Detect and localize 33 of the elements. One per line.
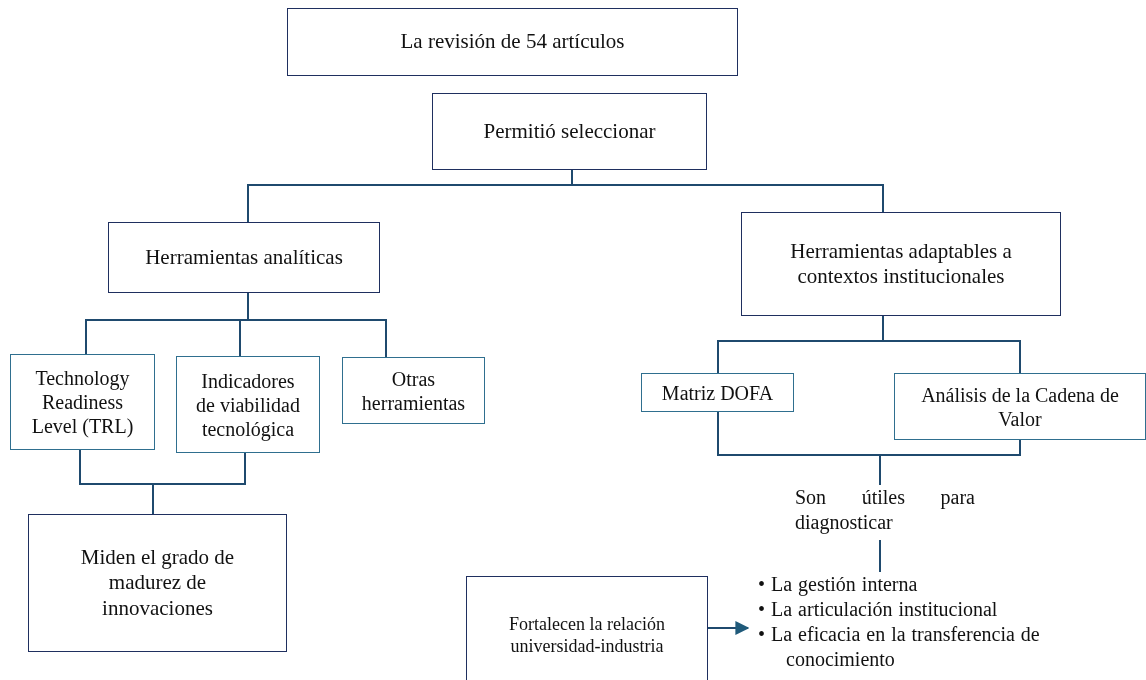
box-label: Análisis de la Cadena de Valor <box>920 382 1120 431</box>
text-box <box>466 576 708 680</box>
text-box <box>432 93 707 170</box>
connector-text: Son útiles para diagnosticar <box>795 485 975 535</box>
connector-line <box>152 452 246 515</box>
text-box <box>28 514 287 652</box>
connector-line <box>571 169 884 213</box>
connector-line <box>879 439 1021 486</box>
box-label: Herramientas adaptables a contextos institucionales <box>789 238 1013 290</box>
text-box <box>741 212 1061 316</box>
connector-line <box>882 315 1021 374</box>
text-box <box>108 222 380 293</box>
text-box <box>176 356 320 453</box>
text-box <box>894 373 1146 440</box>
connector-line <box>247 292 387 358</box>
box-label: Indicadores de viabilidad tecnológica <box>195 368 301 441</box>
text-box <box>10 354 155 450</box>
box-label: Fortalecen la relación universidad-industria <box>508 614 666 658</box>
arrow <box>707 621 750 635</box>
box-label: Miden el grado de madurez de innovaciones <box>79 545 236 621</box>
box-label: La revisión de 54 artículos <box>400 29 625 55</box>
bullet-item: • La eficacia en la transferencia de conocimiento <box>758 622 1041 672</box>
box-label: Otras herramientas <box>360 366 467 415</box>
text-box <box>342 357 485 424</box>
box-label: Herramientas analíticas <box>145 244 343 271</box>
box-label: Permitió seleccionar <box>483 118 656 145</box>
box-label: Matriz DOFA <box>661 380 774 405</box>
text-box <box>641 373 794 412</box>
bullet-item: • La gestión interna <box>758 572 919 597</box>
box-label: Technology Readiness Level (TRL) <box>30 366 135 438</box>
connector-line <box>879 539 881 573</box>
bullet-item: • La articulación institucional <box>758 597 999 622</box>
text-box <box>287 8 738 76</box>
